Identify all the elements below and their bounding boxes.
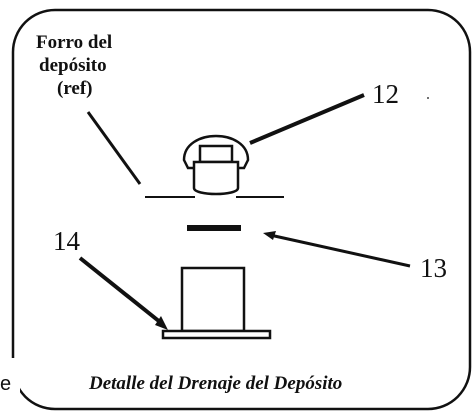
part-14-arrowhead	[155, 316, 168, 330]
drain-base	[161, 266, 272, 340]
part-14-leader	[78, 256, 162, 324]
gasket	[187, 225, 241, 231]
part-13-arrowhead	[263, 231, 276, 240]
edge-text-fragment: e	[0, 373, 11, 395]
drain-base-plate	[161, 329, 272, 340]
frame-left-gap	[6, 358, 20, 398]
scan-speck	[427, 97, 429, 99]
tank-liner-leader	[86, 111, 142, 185]
tank-liner-label-line2: depósito	[39, 55, 107, 76]
diagram-caption: Detalle del Drenaje del Depósito	[88, 373, 342, 394]
part-14-label: 14	[53, 226, 81, 256]
part-13-label: 13	[420, 253, 447, 283]
tank-liner-label-line3: (ref)	[57, 78, 93, 99]
tank-liner-label-line1: Forro del	[36, 32, 112, 53]
part-12-label: 12	[372, 79, 399, 109]
part-12-leader	[249, 93, 365, 145]
part-13-leader	[269, 233, 411, 268]
drain-base-body	[180, 266, 246, 333]
drain-cap-inner	[198, 144, 234, 164]
drain-fitting-body	[192, 160, 240, 196]
drain-cap	[182, 134, 250, 196]
diagram-frame	[11, 8, 472, 411]
